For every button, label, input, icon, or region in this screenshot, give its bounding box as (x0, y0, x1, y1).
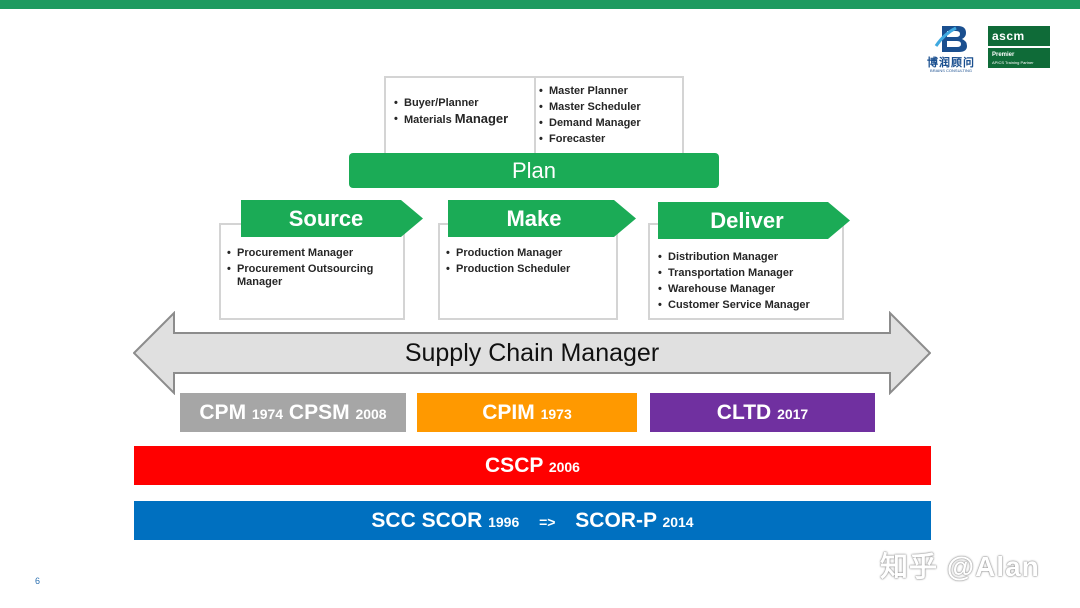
cscp-name: CSCP (485, 454, 543, 477)
cltd-bar: CLTD 2017 (650, 393, 875, 432)
scor-p-name: SCOR-P (575, 509, 657, 532)
plan-roles-right-list: Master Planner Master Scheduler Demand M… (539, 83, 682, 147)
cpm-name: CPM (199, 401, 247, 424)
list-item: Buyer/Planner (394, 95, 534, 111)
list-item: Production Scheduler (446, 261, 612, 277)
arrow-text: => (539, 514, 556, 530)
cpm-cpsm-bar: CPM 1974 CPSM 2008 (180, 393, 406, 432)
source-roles-box: Procurement Manager Procurement Outsourc… (219, 223, 405, 320)
make-roles-list: Production Manager Production Scheduler (446, 245, 612, 277)
brains-logo-name: 博润顾问 (927, 57, 975, 69)
cltd-year: 2017 (777, 406, 809, 422)
plan-roles-left-box: Buyer/Planner Materials Manager (384, 76, 536, 156)
list-item: Production Manager (446, 245, 612, 261)
ascm-logo-sub: APICS Training Partner (992, 60, 1034, 65)
supply-chain-manager-label: Supply Chain Manager (404, 339, 660, 367)
make-chevron: Make (448, 200, 636, 237)
plan-roles-right-box: Master Planner Master Scheduler Demand M… (534, 76, 684, 156)
scor-p-year: 2014 (662, 514, 694, 530)
top-accent-bar (0, 0, 1080, 9)
cpim-year: 1973 (540, 406, 572, 422)
list-item: Procurement Manager (227, 245, 399, 261)
cpim-bar: CPIM 1973 (417, 393, 637, 432)
list-item: Customer Service Manager (658, 297, 838, 313)
scor-bar: SCC SCOR 1996 => SCOR-P 2014 (134, 501, 931, 540)
ascm-logo-name: ascm (992, 29, 1025, 43)
cpsm-name: CPSM (288, 401, 350, 424)
list-item: Forecaster (539, 131, 682, 147)
list-item: Master Planner (539, 83, 682, 99)
deliver-chevron: Deliver (658, 202, 850, 239)
double-arrow-icon (133, 311, 931, 395)
cltd-name: CLTD (716, 401, 772, 424)
cscp-bar: CSCP 2006 (134, 446, 931, 485)
cpm-year: 1974 (251, 406, 284, 422)
deliver-roles-box: Distribution Manager Transportation Mana… (648, 223, 844, 320)
ascm-logo-tier: Premier (992, 52, 1015, 58)
list-item: Materials Manager (394, 111, 534, 128)
ascm-logo: ascm Premier APICS Training Partner (988, 26, 1050, 68)
list-item: Master Scheduler (539, 99, 682, 115)
list-item: Procurement Outsourcing Manager (227, 263, 399, 289)
source-chevron: Source (241, 200, 423, 237)
ascm-logo-divider (988, 46, 1050, 48)
cscp-year: 2006 (548, 459, 580, 475)
list-item: Demand Manager (539, 115, 682, 131)
scc-scor-name: SCC SCOR (371, 509, 483, 532)
list-item: Warehouse Manager (658, 281, 838, 297)
zhihu-watermark: 知乎 @Alan (880, 551, 1040, 582)
brains-logo-sub: BRAINS CONSULTING (930, 68, 972, 73)
deliver-roles-list: Distribution Manager Transportation Mana… (658, 249, 838, 313)
brains-consulting-logo: 博润顾问 BRAINS CONSULTING (922, 24, 980, 73)
cpsm-year: 2008 (355, 406, 387, 422)
cpim-name: CPIM (482, 401, 535, 424)
plan-bar: Plan (349, 153, 719, 188)
list-item: Distribution Manager (658, 249, 838, 265)
manager-word: Manager (454, 111, 509, 126)
list-item: Transportation Manager (658, 265, 838, 281)
plan-roles-left-list: Buyer/Planner Materials Manager (394, 95, 534, 128)
page-number: 6 (35, 576, 41, 586)
make-roles-box: Production Manager Production Scheduler (438, 223, 618, 320)
source-roles-list: Procurement Manager Procurement Outsourc… (227, 245, 399, 289)
scc-scor-year: 1996 (488, 514, 520, 530)
brains-logo-icon (934, 26, 967, 52)
